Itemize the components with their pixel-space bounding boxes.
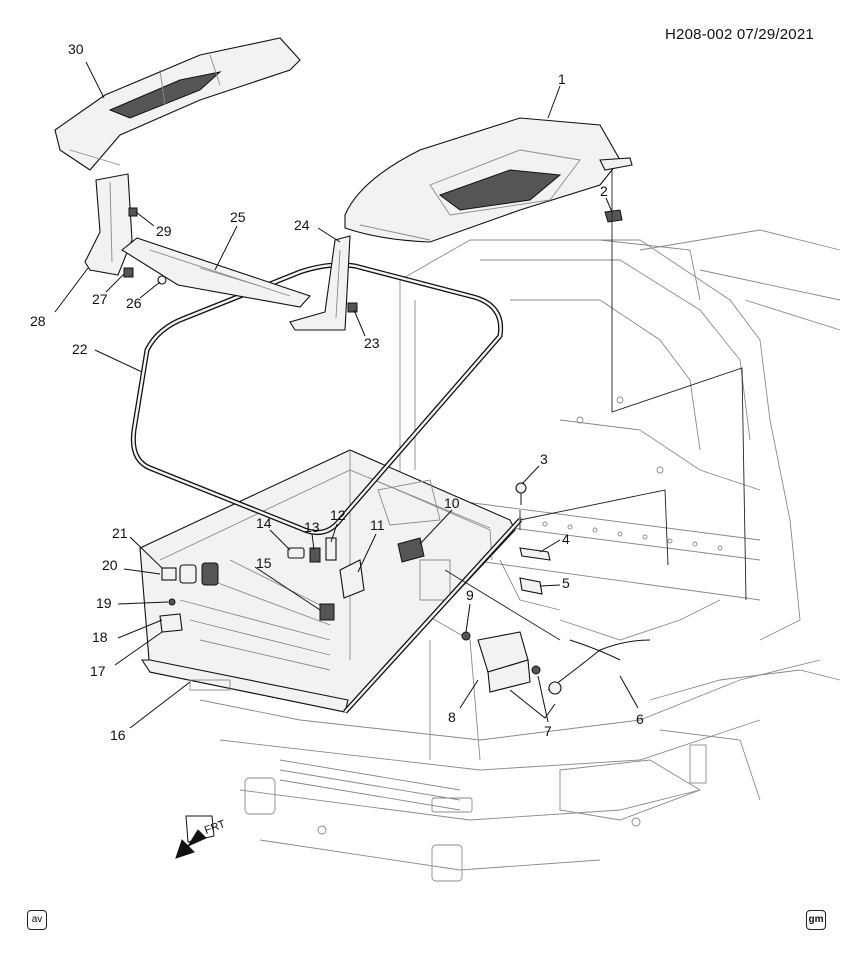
callout-21: 21: [112, 525, 128, 541]
callout-11: 11: [370, 517, 385, 533]
callout-22: 22: [72, 341, 88, 357]
cross-trim-strip: [121, 237, 311, 308]
callout-8: 8: [448, 709, 456, 725]
callout-18: 18: [92, 629, 108, 645]
callout-23: 23: [364, 335, 380, 351]
left-pillar-trim: [84, 173, 133, 276]
lid-inner-panel: [344, 117, 633, 243]
callout-9: 9: [466, 587, 474, 603]
callout-25: 25: [230, 209, 246, 225]
av-badge: av: [27, 910, 47, 930]
upper-trim-panel: [54, 37, 301, 171]
frt-label: FRT: [203, 818, 227, 837]
weatherstrip-seal: [130, 262, 522, 714]
callout-1: 1: [558, 71, 566, 87]
callout-28: 28: [30, 313, 46, 329]
callout-6: 6: [636, 711, 644, 727]
gm-logo: gm: [806, 910, 826, 930]
alignment-lines: [444, 168, 747, 641]
right-pillar-trim: [289, 235, 351, 331]
leader-lines: [54, 61, 639, 729]
front-direction-arrow: FRT: [175, 815, 227, 859]
callout-26: 26: [126, 295, 142, 311]
callout-2: 2: [600, 183, 608, 199]
callout-3: 3: [540, 451, 548, 467]
frunk-tub: [139, 449, 516, 713]
callout-numbers: 1 2 3 4 5 6 7 8 9 10 11 12 13 14 15 16 1…: [30, 41, 644, 743]
callout-30: 30: [68, 41, 84, 57]
callout-10: 10: [444, 495, 460, 511]
callout-15: 15: [256, 555, 272, 571]
fastener-parts: [123, 207, 651, 695]
callout-7: 7: [544, 723, 552, 739]
callout-19: 19: [96, 595, 112, 611]
callout-27: 27: [92, 291, 108, 307]
callout-29: 29: [156, 223, 172, 239]
callout-20: 20: [102, 557, 118, 573]
callout-16: 16: [110, 727, 126, 743]
callout-4: 4: [562, 531, 570, 547]
callout-12: 12: [330, 507, 346, 523]
callout-13: 13: [304, 519, 320, 535]
callout-17: 17: [90, 663, 106, 679]
diagram-code: H208-002 07/29/2021: [665, 26, 814, 43]
callout-24: 24: [294, 217, 310, 233]
callout-5: 5: [562, 575, 570, 591]
callout-14: 14: [256, 515, 272, 531]
